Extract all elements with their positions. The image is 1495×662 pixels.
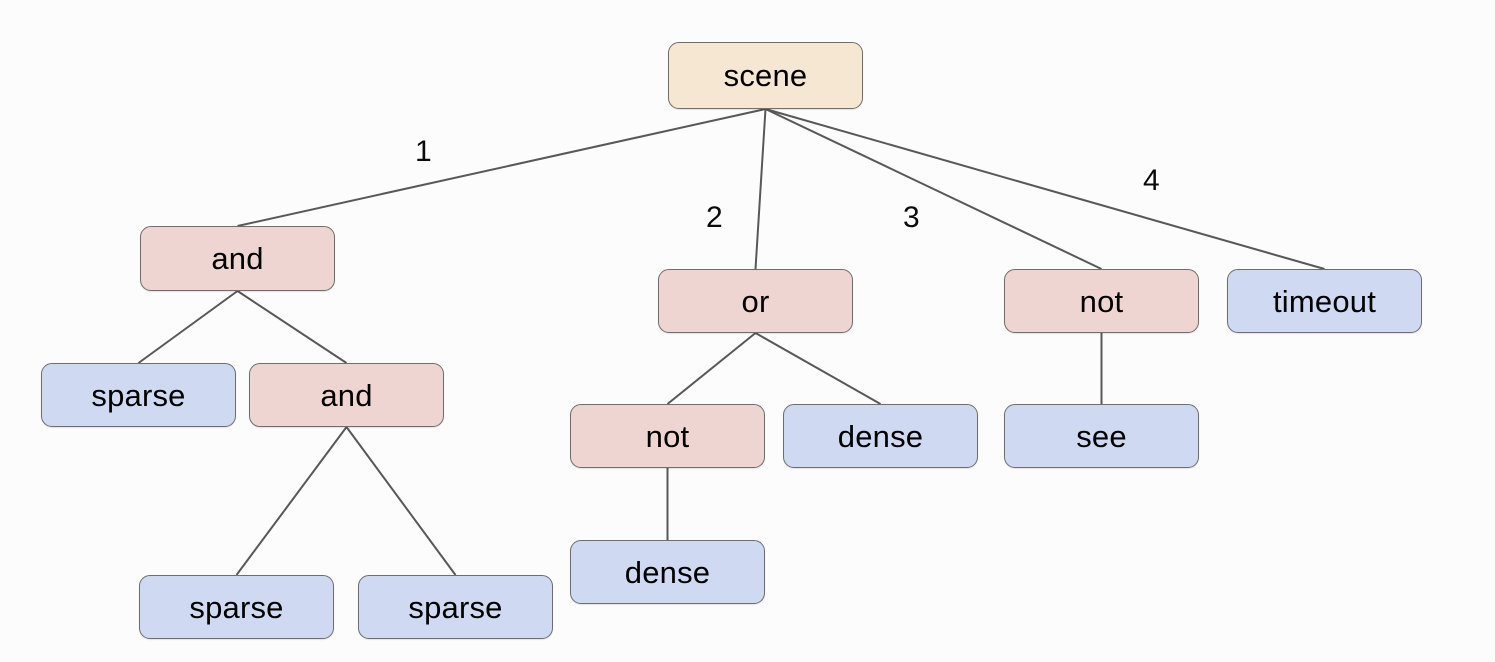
tree-edge	[137, 290, 239, 364]
tree-edge	[754, 108, 767, 270]
tree-node-and2[interactable]: and	[249, 363, 444, 427]
tree-node-sparse2[interactable]: sparse	[139, 575, 334, 639]
tree-edge	[765, 108, 1102, 270]
tree-node-sparse3[interactable]: sparse	[358, 575, 553, 639]
tree-node-and1[interactable]: and	[140, 226, 335, 291]
tree-node-label: scene	[723, 58, 808, 93]
tree-node-not2[interactable]: not	[1004, 269, 1199, 333]
tree-edge	[666, 332, 757, 405]
tree-edge	[235, 426, 348, 576]
tree-edge	[237, 108, 766, 227]
tree-node-dense2[interactable]: dense	[783, 404, 978, 468]
edge-label-scene-timeout1: 4	[1143, 164, 1160, 197]
tree-node-label: not	[645, 418, 690, 454]
tree-node-label: dense	[837, 418, 924, 454]
edge-label-scene-and1: 1	[415, 135, 432, 168]
tree-node-label: and	[320, 377, 373, 413]
tree-node-label: timeout	[1272, 283, 1377, 319]
tree-node-scene[interactable]: scene	[668, 42, 863, 109]
tree-edge	[755, 332, 881, 405]
tree-node-sparse1[interactable]: sparse	[41, 363, 236, 427]
tree-edge	[345, 426, 457, 576]
tree-node-label: sparse	[91, 377, 186, 413]
edge-label-scene-not2: 3	[903, 201, 920, 234]
tree-edge	[236, 290, 348, 364]
tree-node-or1[interactable]: or	[658, 269, 853, 333]
tree-node-dense1[interactable]: dense	[570, 540, 765, 604]
tree-node-label: dense	[624, 554, 711, 590]
tree-node-label: see	[1076, 418, 1127, 454]
tree-node-label: sparse	[189, 589, 284, 625]
tree-node-label: or	[741, 283, 770, 319]
edge-label-scene-or1: 2	[706, 201, 723, 234]
tree-node-not1[interactable]: not	[570, 404, 765, 468]
tree-node-see1[interactable]: see	[1004, 404, 1199, 468]
tree-node-timeout1[interactable]: timeout	[1227, 269, 1422, 333]
tree-node-label: not	[1079, 283, 1124, 319]
tree-node-label: sparse	[408, 589, 503, 625]
tree-edge	[765, 108, 1325, 270]
tree-node-label: and	[211, 241, 264, 276]
